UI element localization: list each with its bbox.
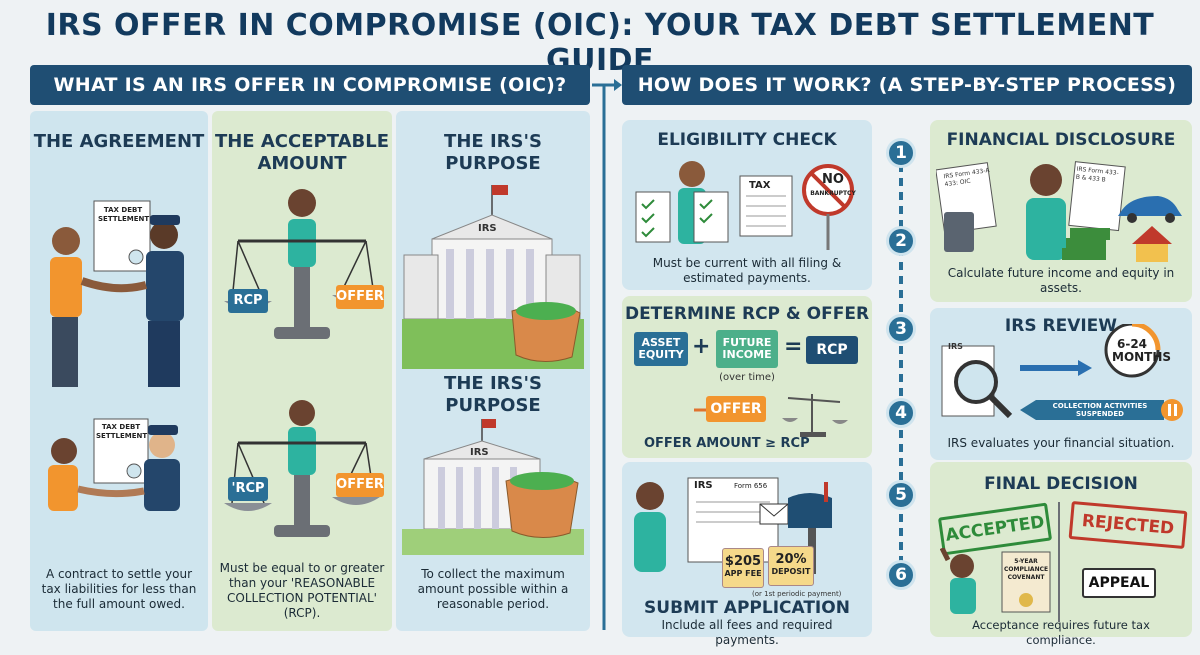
deposit-label: DEPOSIT (771, 567, 811, 576)
irs-building-icon (402, 185, 584, 369)
asset-equity-tag: ASSET EQUITY (634, 332, 688, 366)
submit-heading: SUBMIT APPLICATION (644, 598, 850, 618)
step-number-5: 5 (886, 480, 916, 510)
magnifier-clock-icon (941, 324, 1183, 421)
eligibility-caption: Must be current with all filing & estima… (652, 256, 842, 285)
agreement-caption: A contract to settle your tax liabilitie… (41, 567, 197, 611)
irs-building-icon-2 (402, 419, 584, 555)
over-time-note: (over time) (719, 372, 775, 383)
tax-form-label: TAX (749, 180, 771, 191)
page-title: IRS OFFER IN COMPROMISE (OIC): YOUR TAX … (45, 8, 1155, 78)
agreement-panel: THE AGREEMENT TAX DEBT SETTLEMENT TAX DE… (30, 111, 208, 631)
acceptable-caption: Must be equal to or greater than your 'R… (219, 561, 385, 620)
irs-purpose-panel: THE IRS'S PURPOSE IRS THE IRS'S PURPOSE … (396, 111, 590, 631)
submit-step: IRS Form 656 $205 APP FEE 20% DEPOSIT (o… (622, 462, 872, 647)
review-caption: IRS evaluates your financial situation. (947, 436, 1175, 450)
irs-building-label: IRS (478, 223, 497, 234)
decision-divider (1058, 502, 1060, 622)
offer-tag: OFFER (336, 285, 384, 309)
equals-sign: = (784, 334, 803, 359)
submit-caption: Include all fees and required payments. (661, 618, 833, 647)
irs-form-label: IRS (694, 480, 713, 491)
review-step: IRS REVIEW 6-24 MONTHS IRS COLLECTION AC… (930, 308, 1192, 460)
determine-step: DETERMINE RCP & OFFER ASSET EQUITY + FUT… (622, 296, 872, 458)
fee-amount: $205 (724, 554, 762, 569)
step-number-6: 6 (886, 560, 916, 590)
step-number-4: 4 (886, 398, 916, 428)
step-timeline (899, 150, 903, 580)
offer-tag: OFFER (706, 396, 766, 422)
decision-heading: FINAL DECISION (984, 474, 1138, 494)
financial-disclosure-icon (936, 161, 1182, 262)
decision-caption: Acceptance requires future tax complianc… (972, 618, 1150, 647)
deposit-note: (or 1st periodic payment) (752, 590, 842, 598)
purpose-heading: THE IRS'S PURPOSE (444, 131, 542, 174)
rejected-stamp: REJECTED (1068, 501, 1188, 549)
bankruptcy-label: BANKRUPTCY (810, 190, 856, 197)
review-heading: IRS REVIEW (1004, 316, 1118, 336)
settlement-doc-label-2: TAX DEBT SETTLEMENT (96, 423, 148, 440)
purpose-caption: To collect the maximum amount possible w… (417, 567, 569, 611)
appeal-button: APPEAL (1082, 568, 1156, 598)
rcp-tag-2: 'RCP (228, 477, 268, 501)
decision-step: FINAL DECISION ACCEPTED REJECTED 5-YEAR … (930, 462, 1192, 647)
irs-building-label-2: IRS (470, 447, 489, 458)
acceptable-heading: THE ACCEPTABLE AMOUNT (214, 131, 390, 174)
purpose-heading-2: THE IRS'S PURPOSE (444, 373, 542, 416)
offer-tag-2: OFFER (336, 473, 384, 497)
disclosure-heading: FINANCIAL DISCLOSURE (946, 130, 1176, 150)
disclosure-caption: Calculate future income and equity in as… (947, 266, 1175, 295)
acceptable-amount-panel: THE ACCEPTABLE AMOUNT RCP OFFER 'RCP OFF… (212, 111, 392, 631)
future-income-tag: FUTURE INCOME (716, 330, 778, 368)
form-656-label: Form 656 (734, 482, 768, 490)
right-section-banner: HOW DOES IT WORK? (A STEP-BY-STEP PROCES… (622, 65, 1192, 105)
collection-suspended-label: COLLECTION ACTIVITIES SUSPENDED (1052, 402, 1148, 418)
deposit-percent: 20% (775, 552, 807, 567)
checklist-icon (635, 161, 854, 250)
connector-arrow-icon (592, 79, 622, 630)
step-number-2: 2 (886, 226, 916, 256)
settlement-doc-label: TAX DEBT SETTLEMENT (98, 206, 150, 223)
deposit-tag: 20% DEPOSIT (768, 546, 814, 586)
rcp-result-tag: RCP (806, 336, 858, 364)
rcp-tag: RCP (228, 289, 268, 313)
irs-doc-label: IRS (948, 342, 963, 351)
handshake-illustration-icon (48, 200, 184, 511)
covenant-label: 5-YEAR COMPLIANCE COVENANT (1004, 558, 1049, 581)
determine-heading: DETERMINE RCP & OFFER (624, 304, 870, 324)
plus-sign: + (692, 334, 711, 359)
fee-label: APP FEE (724, 569, 762, 578)
celebrating-person-icon (940, 548, 1051, 614)
agreement-heading: THE AGREEMENT (33, 131, 205, 152)
step-number-3: 3 (886, 314, 916, 344)
eligibility-step: ELIGIBILITY CHECK TAX NO BANKRUPTCY Must… (622, 120, 872, 290)
left-section-banner: WHAT IS AN IRS OFFER IN COMPROMISE (OIC)… (30, 65, 590, 105)
determine-caption: OFFER AMOUNT ≥ RCP (644, 436, 810, 451)
eligibility-heading: ELIGIBILITY CHECK (657, 130, 837, 150)
app-fee-tag: $205 APP FEE (722, 548, 764, 588)
months-label: 6-24 MONTHS (1112, 337, 1172, 364)
step-number-1: 1 (886, 138, 916, 168)
no-label: NO (822, 172, 844, 187)
disclosure-step: FINANCIAL DISCLOSURE IRS Form 433-A 433:… (930, 120, 1192, 302)
